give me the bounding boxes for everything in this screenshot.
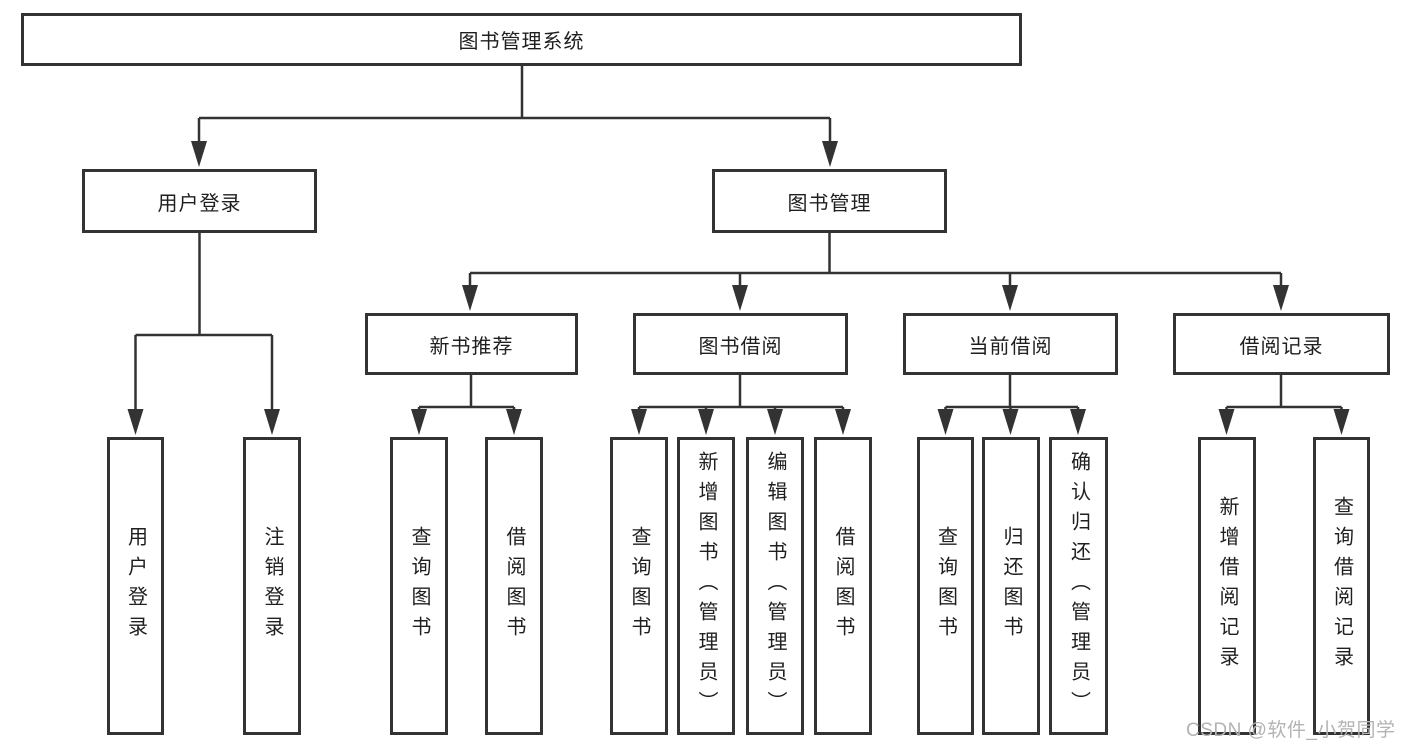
arrow-down-icon (698, 409, 714, 435)
arrow-down-icon (937, 409, 954, 435)
leaf-rec-borrow-books: 借阅图书 (485, 437, 543, 735)
node-user-login: 用户登录 (82, 169, 317, 233)
leaf-label: 借阅图书 (832, 526, 854, 646)
leaf-label: 查询借阅记录 (1330, 496, 1353, 676)
node-label: 图书借阅 (698, 335, 783, 358)
arrow-down-icon (1002, 409, 1019, 435)
arrow-down-icon (732, 285, 748, 311)
node-label: 图书管理 (787, 192, 872, 215)
arrow-down-icon (1218, 409, 1235, 435)
arrow-down-icon (264, 409, 280, 435)
node-label: 图书管理系统 (458, 31, 585, 53)
leaf-logout: 注销登录 (243, 437, 301, 735)
arrow-down-icon (1070, 409, 1086, 435)
csdn-watermark: CSDN @软件_小贺同学 (1186, 720, 1396, 741)
arrow-down-icon (631, 409, 647, 435)
leaf-current-query-books: 查询图书 (917, 437, 974, 735)
leaf-label: 借阅图书 (503, 526, 525, 646)
arrow-down-icon (1002, 285, 1018, 311)
arrow-down-icon (191, 141, 207, 167)
node-book-borrowing: 图书借阅 (633, 313, 848, 375)
leaf-label: 归还图书 (1000, 526, 1022, 646)
node-book-management: 图书管理 (712, 169, 947, 233)
leaf-label: 编辑图书（管理员） (764, 451, 786, 721)
leaf-label: 查询图书 (408, 526, 430, 646)
node-library-system: 图书管理系统 (21, 13, 1022, 66)
leaf-borrow-books: 借阅图书 (814, 437, 872, 735)
arrow-down-icon (1333, 409, 1350, 435)
node-current-borrowing: 当前借阅 (903, 313, 1118, 375)
leaf-return-books: 归还图书 (982, 437, 1040, 735)
node-label: 借阅记录 (1239, 335, 1324, 358)
arrowhead-icons (127, 141, 1350, 435)
leaf-user-login: 用户登录 (107, 437, 164, 735)
leaf-add-books-admin: 新增图书（管理员） (677, 437, 735, 735)
tree-edges (134, 66, 1343, 414)
leaf-label: 查询图书 (628, 526, 650, 646)
arrow-down-icon (506, 409, 522, 435)
leaf-rec-query-books: 查询图书 (390, 437, 448, 735)
leaf-label: 确认归还（管理员） (1067, 451, 1090, 721)
arrow-down-icon (127, 409, 144, 435)
arrow-down-icon (462, 285, 478, 311)
leaf-edit-books-admin: 编辑图书（管理员） (746, 437, 804, 735)
leaf-query-borrow-record: 查询借阅记录 (1313, 437, 1370, 735)
node-label: 新书推荐 (429, 335, 514, 358)
leaf-borrow-query-books: 查询图书 (610, 437, 668, 735)
leaf-label: 注销登录 (261, 526, 283, 646)
node-label: 当前借阅 (968, 335, 1053, 358)
node-new-book-recommend: 新书推荐 (365, 313, 578, 375)
leaf-add-borrow-record: 新增借阅记录 (1198, 437, 1256, 735)
leaf-confirm-return-admin: 确认归还（管理员） (1049, 437, 1108, 735)
arrow-down-icon (411, 409, 427, 435)
leaf-label: 用户登录 (124, 526, 147, 646)
arrow-down-icon (822, 141, 838, 167)
arrow-down-icon (1273, 285, 1289, 311)
arrow-down-icon (767, 409, 783, 435)
leaf-label: 新增图书（管理员） (695, 451, 717, 721)
node-borrowing-records: 借阅记录 (1173, 313, 1390, 375)
arrow-down-icon (835, 409, 851, 435)
leaf-label: 查询图书 (934, 526, 957, 646)
node-label: 用户登录 (157, 192, 242, 215)
leaf-label: 新增借阅记录 (1216, 496, 1238, 676)
